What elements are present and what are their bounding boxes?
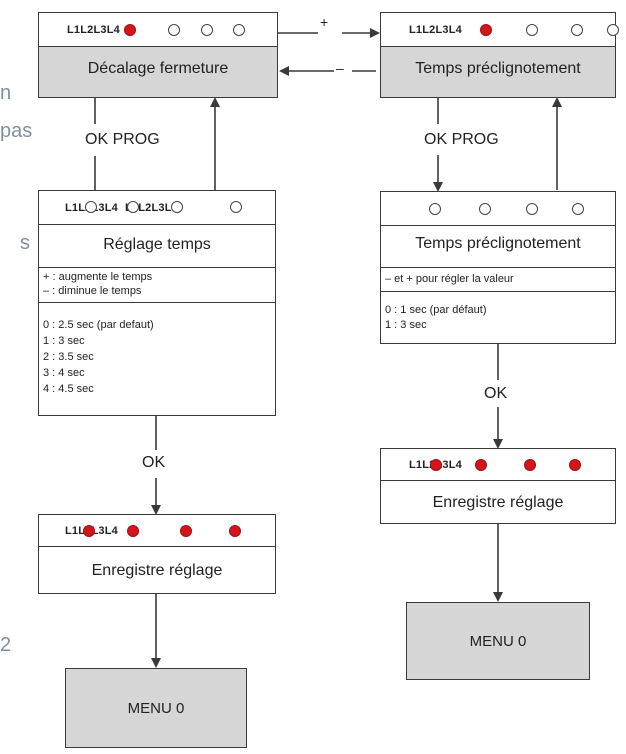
led-2-indicator: [475, 459, 487, 471]
ok-left-label: OK: [142, 454, 166, 471]
led-1-indicator: [85, 201, 97, 213]
option-0: 0 : 1 sec (par défaut): [385, 304, 487, 316]
ok-prog-right-label: OK PROG: [424, 131, 499, 148]
option-4: 4 : 4.5 sec: [43, 383, 94, 395]
led-2-indicator: [526, 24, 538, 36]
box-title: Réglage temps: [103, 236, 211, 253]
box-title: Temps préclignotement: [415, 60, 581, 77]
led-3-indicator: [526, 203, 538, 215]
hint-plus-minus: – et + pour régler la valeur: [385, 273, 514, 285]
divider: [381, 267, 615, 268]
hint-plus: + : augmente le temps: [43, 271, 153, 283]
box-title: Enregistre réglage: [91, 562, 223, 579]
led-1-indicator: [429, 203, 441, 215]
divider: [381, 291, 615, 292]
option-3: 3 : 4 sec: [43, 367, 85, 379]
led-row: L1L2L3L4 L1L2L3L4: [39, 191, 275, 225]
led-row: [381, 192, 615, 226]
box-title: MENU 0: [469, 633, 527, 650]
led-2-indicator: [127, 525, 139, 537]
bg-fragment-s: s: [20, 232, 30, 254]
led-4-indicator: [229, 525, 241, 537]
divider: [39, 302, 275, 303]
hint-minus: – : diminue le temps: [43, 285, 142, 297]
box-title: MENU 0: [127, 700, 185, 717]
led-4-indicator: [572, 203, 584, 215]
led-2-indicator: [168, 24, 180, 36]
led-4-indicator: [233, 24, 245, 36]
enregistre-reglage-left-box: L1L2L3L4 Enregistre réglage: [38, 514, 276, 594]
bg-fragment-2: 2: [0, 634, 12, 656]
led-3-indicator: [171, 201, 183, 213]
led-3-indicator: [180, 525, 192, 537]
led-row: L1L2L3L4: [39, 13, 277, 47]
option-1: 1 : 3 sec: [385, 319, 427, 331]
led-1-indicator: [480, 24, 492, 36]
led-4-indicator: [569, 459, 581, 471]
box-title: Temps préclignotement: [415, 235, 581, 252]
led-1-indicator: [83, 525, 95, 537]
ok-right-label: OK: [484, 385, 508, 402]
option-0: 0 : 2.5 sec (par defaut): [43, 319, 154, 331]
option-2: 2 : 3.5 sec: [43, 351, 94, 363]
led-1-indicator: [124, 24, 136, 36]
menu-0-left-box: MENU 0: [65, 668, 247, 748]
temps-preclignotement-mid-box: Temps préclignotement – et + pour régler…: [380, 191, 616, 344]
bg-fragment-n: n: [0, 82, 12, 104]
led-4-indicator: [607, 24, 619, 36]
menu-0-right-box: MENU 0: [406, 602, 590, 680]
box-title: Décalage fermeture: [87, 60, 229, 77]
led-2-indicator: [479, 203, 491, 215]
led-3-indicator: [201, 24, 213, 36]
led-row: L1L2L3L4: [381, 13, 619, 47]
led-row: L1L2L3L4: [381, 449, 615, 481]
ok-prog-left-label: OK PROG: [85, 131, 160, 148]
reglage-temps-box: L1L2L3L4 L1L2L3L4 Réglage temps + : augm…: [38, 190, 276, 416]
enregistre-reglage-right-box: L1L2L3L4 Enregistre réglage: [380, 448, 616, 524]
divider: [39, 267, 275, 268]
plus-label: +: [320, 14, 329, 30]
led-4-indicator: [230, 201, 242, 213]
led-3-indicator: [571, 24, 583, 36]
led-2-indicator: [127, 201, 139, 213]
led-labels: L1L2L3L4: [67, 24, 120, 36]
led-3-indicator: [524, 459, 536, 471]
led-1-indicator: [430, 459, 442, 471]
minus-label: –: [336, 60, 344, 76]
led-row: L1L2L3L4: [39, 515, 275, 547]
box-title: Enregistre réglage: [432, 494, 564, 511]
temps-preclignotement-top-box: L1L2L3L4 Temps préclignotement: [380, 12, 619, 98]
option-1: 1 : 3 sec: [43, 335, 85, 347]
led-labels: L1L2L3L4: [409, 24, 462, 36]
bg-fragment-pas: pas: [0, 120, 33, 142]
decalage-fermeture-box: L1L2L3L4 Décalage fermeture: [38, 12, 278, 98]
